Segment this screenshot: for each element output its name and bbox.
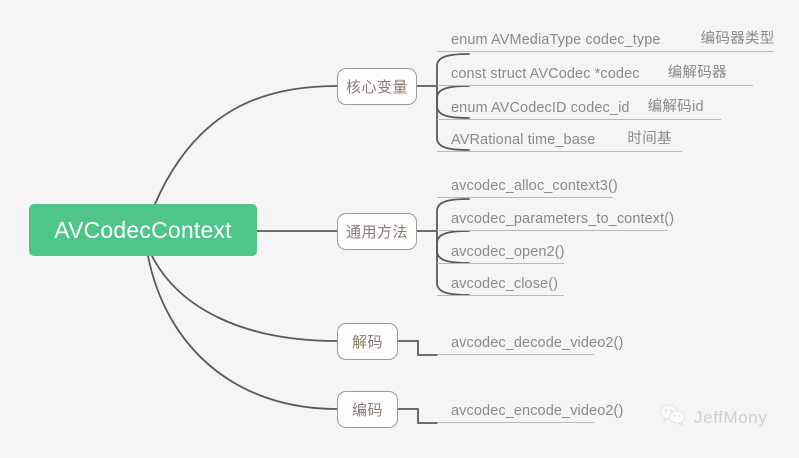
branch-node-encode[interactable]: 编码 [337, 391, 398, 428]
leaf-code: avcodec_encode_video2() [451, 403, 624, 419]
connector-branch-4-step [397, 408, 438, 424]
leaf-code: enum AVMediaType codec_type [451, 32, 661, 48]
connector-root-to-branch-3 [151, 255, 338, 342]
leaf-code: avcodec_decode_video2() [451, 335, 624, 351]
root-node-label: AVCodecContext [54, 216, 232, 243]
connector-branch-3-step [397, 340, 438, 356]
branch-node-label: 核心变量 [345, 79, 408, 96]
leaf-note: 编码器类型 [700, 31, 775, 47]
connector-root-to-branch-1 [154, 85, 338, 205]
leaf-row[interactable]: avcodec_alloc_context3() [437, 170, 618, 198]
leaf-note: 编解码id [647, 99, 704, 115]
leaf-code: enum AVCodecID codec_id [451, 100, 630, 116]
connector-root-to-branch-4 [147, 255, 338, 410]
branch-node-common-methods[interactable]: 通用方法 [337, 213, 417, 250]
branch-node-core-variables[interactable]: 核心变量 [337, 68, 417, 105]
leaf-row[interactable]: avcodec_encode_video2() [437, 397, 623, 423]
leaf-row[interactable]: enum AVCodecID codec_id 编解码id [437, 92, 721, 120]
leaf-row[interactable]: avcodec_open2() [437, 236, 564, 264]
leaf-note: 编解码器 [667, 65, 727, 81]
leaf-row[interactable]: avcodec_close() [437, 268, 564, 296]
leaf-code: AVRational time_base [451, 132, 596, 148]
leaf-row[interactable]: AVRational time_base 时间基 [437, 124, 682, 152]
watermark-label: JeffMony [694, 407, 768, 427]
watermark: JeffMony [660, 404, 767, 431]
leaf-code: const struct AVCodec *codec [451, 66, 640, 82]
leaf-code: avcodec_close() [451, 276, 559, 292]
leaf-row[interactable]: avcodec_parameters_to_context() [437, 203, 674, 231]
leaf-code: avcodec_parameters_to_context() [451, 211, 675, 227]
leaf-row[interactable]: const struct AVCodec *codec 编解码器 [437, 58, 753, 86]
branch-node-label: 解码 [351, 334, 383, 351]
branch-node-label: 编码 [351, 402, 383, 419]
wechat-icon [660, 404, 686, 431]
leaf-code: avcodec_alloc_context3() [451, 178, 618, 194]
leaf-row[interactable]: avcodec_decode_video2() [437, 329, 623, 355]
leaf-note: 时间基 [627, 131, 672, 147]
root-node[interactable]: AVCodecContext [29, 204, 257, 256]
leaf-code: avcodec_open2() [451, 244, 565, 260]
branch-node-label: 通用方法 [345, 224, 408, 241]
leaf-row[interactable]: enum AVMediaType codec_type 编码器类型 [437, 24, 774, 52]
branch-node-decode[interactable]: 解码 [337, 323, 398, 360]
